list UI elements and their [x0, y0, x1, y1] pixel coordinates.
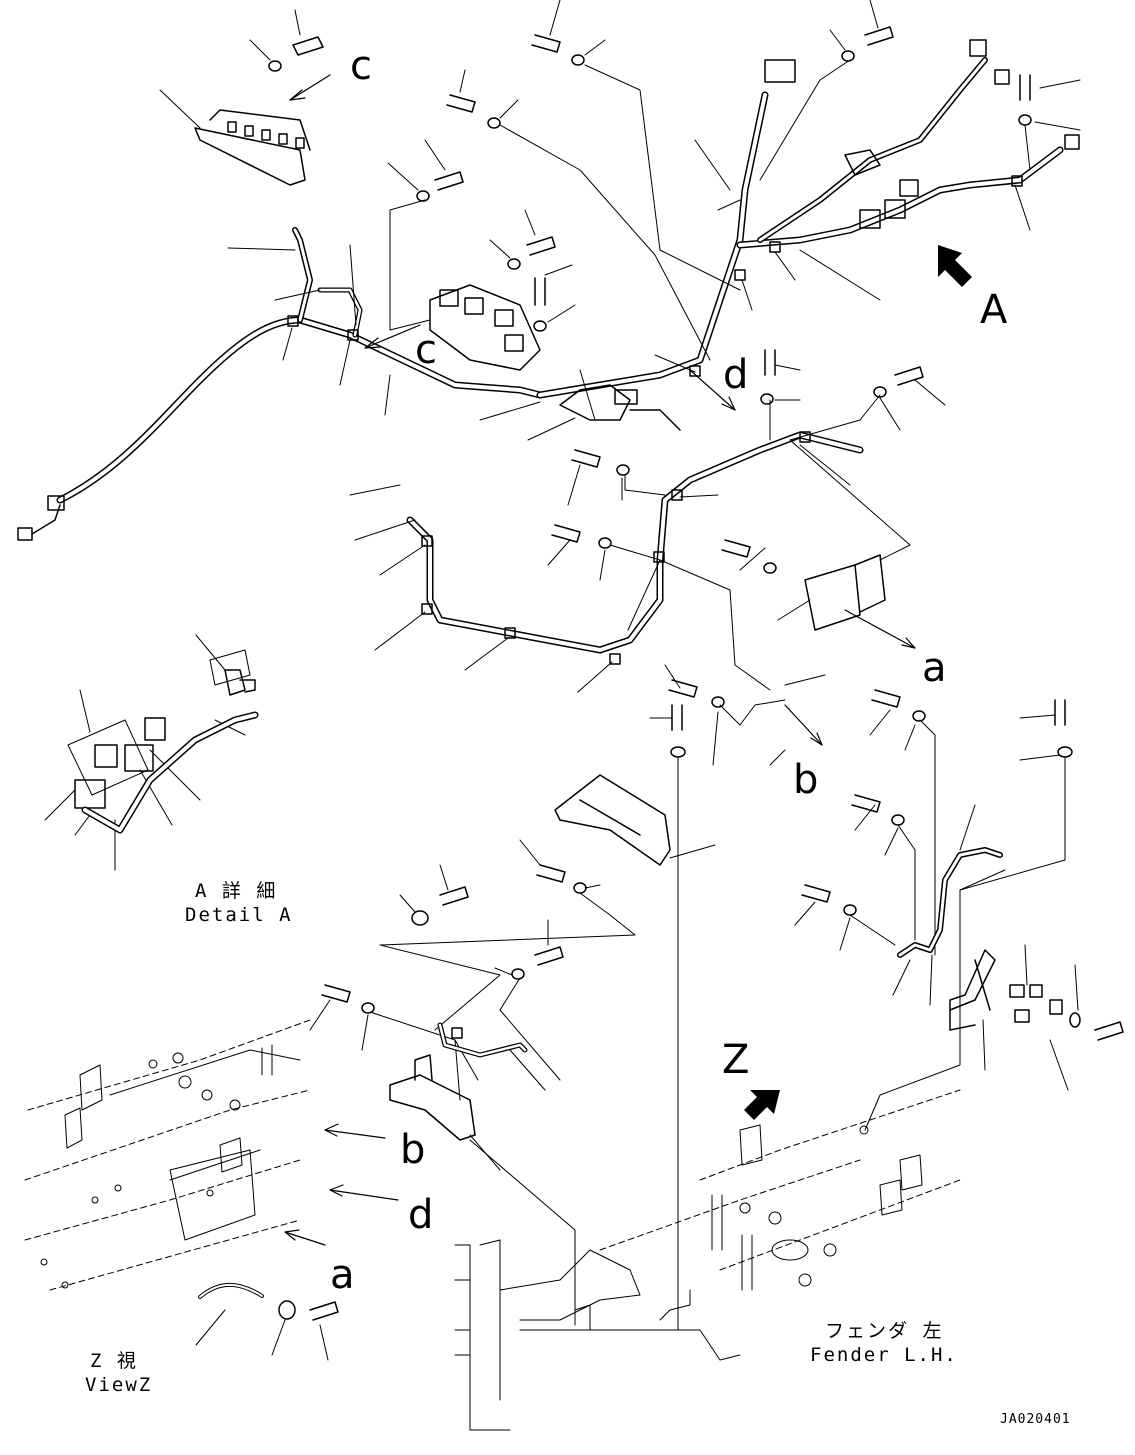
- view-arrows: [744, 245, 972, 1120]
- harness-clamps: [287, 175, 1023, 665]
- label-view-a: A: [980, 287, 1008, 333]
- caption-detail-a-jp: A 詳 細: [195, 880, 278, 902]
- caption-view-z-jp: Z 視: [90, 1350, 138, 1372]
- label-a-low: a: [330, 1252, 355, 1298]
- detail-a-drawing: [67, 649, 259, 834]
- caption-fender-en: Fender L.H.: [810, 1344, 958, 1366]
- label-b-mid: b: [793, 757, 819, 803]
- bracket-right: [949, 949, 996, 1031]
- label-d-low: d: [408, 1192, 434, 1238]
- document-id: JA020401: [1000, 1412, 1071, 1427]
- frame-fender-lh: [454, 1089, 961, 1431]
- bracket-center: [554, 774, 671, 866]
- lower-harness: [406, 431, 864, 654]
- label-view-z: Z: [722, 1037, 750, 1083]
- caption-fender-jp: フェンダ 左: [825, 1320, 944, 1342]
- label-d-mid: d: [723, 352, 749, 398]
- leader-lines: [44, 0, 1081, 1361]
- right-connectors: [764, 39, 1080, 229]
- label-a-mid: a: [922, 645, 947, 691]
- label-c-top: c: [350, 43, 372, 89]
- label-c-mid: c: [415, 327, 437, 373]
- reference-lines: [369, 59, 1066, 1331]
- right-harness: [897, 847, 1063, 1023]
- plate-bracket-a: [804, 554, 886, 631]
- caption-detail-a-en: Detail A: [185, 904, 293, 926]
- main-harness: [56, 57, 1064, 504]
- direction-arrows: [284, 74, 916, 1246]
- bracket-c-top: [194, 109, 311, 186]
- caption-view-z-en: ViewZ: [85, 1374, 153, 1396]
- small-harness-b: [437, 1022, 528, 1058]
- relay-cluster: [429, 284, 681, 431]
- label-b-low: b: [400, 1127, 426, 1173]
- bracket-b: [389, 1054, 476, 1141]
- washers: [268, 50, 1081, 1320]
- frame-view-z: [24, 1019, 311, 1299]
- left-connector: [17, 495, 65, 541]
